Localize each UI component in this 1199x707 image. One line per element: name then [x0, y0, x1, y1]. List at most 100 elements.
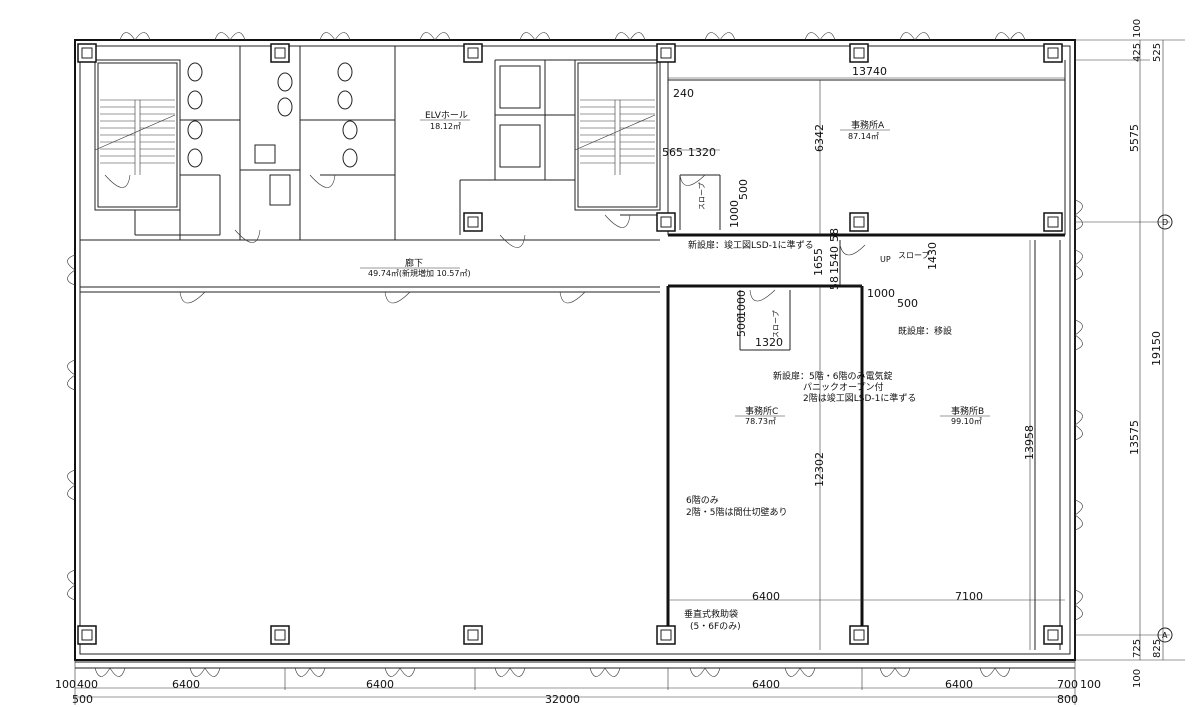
dim-1000-a: 1000 — [728, 200, 741, 228]
swing-arc — [499, 234, 526, 248]
swing-arc — [1074, 514, 1083, 531]
column — [77, 43, 97, 63]
swing-arc — [67, 269, 76, 286]
swing-arc — [1074, 214, 1083, 231]
dim-bottom-total: 32000 — [545, 693, 580, 706]
dim-right-100-bot: 100 — [1132, 669, 1143, 688]
swing-arc — [204, 667, 221, 677]
column-core — [81, 629, 93, 641]
dim-bottom-6400-4: 6400 — [945, 678, 973, 691]
dim-right-825: 825 — [1152, 639, 1163, 658]
column-core — [1047, 629, 1059, 641]
toilet-fixtures — [187, 62, 358, 206]
note-sixth-only-1: 6階のみ — [686, 495, 719, 506]
swing-arc — [1074, 319, 1083, 336]
dim-1000-b: 1000 — [867, 287, 895, 300]
swing-arc — [334, 32, 351, 41]
swing-arc — [294, 667, 311, 677]
swing-arc — [384, 291, 411, 304]
swing-arc — [384, 667, 401, 677]
dim-right-525: 525 — [1152, 43, 1163, 62]
swing-arc — [109, 667, 126, 677]
note-new-door-lsd1: 新設扉：竣工図LSD-1に準ずる — [688, 239, 814, 251]
column-core — [853, 216, 865, 228]
swing-arc — [819, 32, 836, 41]
column-core — [467, 47, 479, 59]
note-slope-a: スロープ — [698, 182, 706, 210]
swing-arc — [914, 32, 931, 41]
swing-arc — [189, 667, 206, 677]
room-name-corridor: 廊下 — [405, 257, 423, 269]
dim-right-5575: 5575 — [1128, 124, 1141, 152]
room-area-elv-hall: 18.12㎡ — [430, 122, 461, 131]
note-new-door-electric-3: 2階は竣工図LSD-1に準ずる — [803, 392, 916, 404]
column-core — [853, 629, 865, 641]
dim-right-13575: 13575 — [1128, 420, 1141, 455]
core-partitions — [94, 46, 661, 240]
note-sixth-only-2: 2階・5階は間仕切壁あり — [686, 506, 787, 518]
swing-arc — [234, 229, 261, 243]
swing-arc — [604, 667, 621, 677]
dim-1655: 1655 — [812, 248, 825, 276]
swing-arc — [839, 244, 866, 256]
swing-arc — [67, 584, 76, 601]
column — [463, 43, 483, 63]
dimension-lines — [74, 39, 1185, 705]
swing-arc — [494, 667, 511, 677]
swing-arc — [179, 291, 206, 304]
axis-markers — [1157, 214, 1173, 643]
swing-arc — [994, 667, 1011, 677]
dim-13958: 13958 — [1023, 425, 1036, 460]
dim-6400-inner: 6400 — [752, 590, 780, 603]
swing-arc — [1074, 424, 1083, 441]
column — [270, 43, 290, 63]
swing-arc — [1074, 249, 1083, 266]
swing-arc — [994, 32, 1011, 41]
column — [849, 625, 869, 645]
column — [849, 43, 869, 63]
dim-bottom-100: 100 — [55, 678, 76, 691]
swing-arc — [1074, 604, 1083, 621]
dim-bottom-700: 700 — [1057, 678, 1078, 691]
swing-arc — [434, 32, 451, 41]
note-new-door-electric-1: 新設扉：5階・6階のみ電気錠 — [773, 370, 892, 382]
swing-arc — [319, 32, 336, 41]
dim-bottom-6400-1: 6400 — [172, 678, 200, 691]
column — [463, 625, 483, 645]
stair-right — [574, 99, 656, 175]
swing-arc — [67, 484, 76, 501]
swing-arc — [1074, 409, 1083, 426]
room-area-corridor: 49.74㎡(新規増加 10.57㎡) — [368, 268, 471, 278]
axis-label-d: D — [1162, 218, 1168, 227]
swing-arc — [134, 32, 151, 41]
dim-bottom-800: 800 — [1057, 693, 1078, 706]
swing-arc — [214, 32, 231, 41]
room-name-office-a: 事務所A — [851, 119, 885, 131]
note-slope-c: スロープ — [772, 310, 780, 338]
room-name-elv-hall: ELVホール — [425, 110, 468, 121]
dim-500-b: 500 — [897, 297, 918, 310]
dim-1540: 1540 — [828, 246, 841, 274]
swing-arc — [67, 469, 76, 486]
column-core — [660, 629, 672, 641]
column-core — [660, 216, 672, 228]
dim-58-a: 58 — [828, 228, 841, 242]
dim-565: 565 — [662, 146, 683, 159]
dim-bottom-6400-3: 6400 — [752, 678, 780, 691]
dim-12302: 12302 — [813, 452, 826, 487]
door-swings — [67, 32, 1083, 677]
dim-240: 240 — [673, 87, 694, 100]
swing-arc — [1074, 264, 1083, 281]
column-core — [274, 629, 286, 641]
column-core — [81, 47, 93, 59]
dim-13740: 13740 — [852, 65, 887, 78]
note-up: UP — [880, 255, 891, 264]
column-core — [467, 629, 479, 641]
dim-1430: 1430 — [926, 242, 939, 270]
stair-left — [94, 99, 176, 175]
swing-arc — [67, 359, 76, 376]
swing-arc — [614, 32, 631, 41]
swing-arc — [1074, 334, 1083, 351]
dim-bottom-6400-2: 6400 — [366, 678, 394, 691]
column — [270, 625, 290, 645]
